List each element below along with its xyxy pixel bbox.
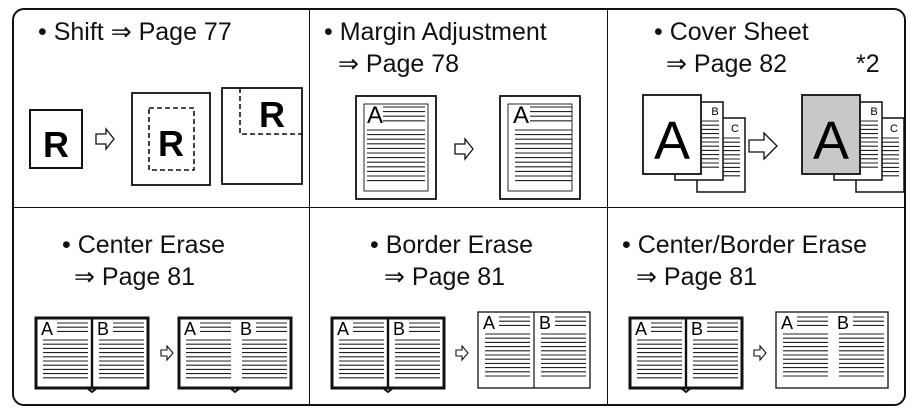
colored-cover-letter: A (813, 111, 849, 171)
margin-adjustment-illustration: A A (355, 95, 581, 200)
right-page-letter: B (393, 319, 405, 339)
left-page-letter: A (184, 319, 196, 339)
cover-sheet-panel: • Cover Sheet ⇒ Page 82 *2 C B A C B A (608, 10, 906, 207)
shift-caption: • Shift ⇒ Page 77 (38, 17, 232, 48)
original-letter: R (43, 124, 69, 165)
margin-adjustment-title: • Margin Adjustment (324, 18, 547, 46)
page-b-letter: B (870, 106, 877, 118)
original-letter: A (367, 102, 383, 129)
center-erase-title: • Center Erase (62, 231, 225, 259)
left-page-letter: A (483, 313, 495, 333)
center-border-erase-page-ref: ⇒ Page 81 (636, 263, 758, 291)
center-border-erase-panel: • Center/Border Erase ⇒ Page 81 A B A B (608, 208, 906, 404)
margin-adjustment-panel: • Margin Adjustment ⇒ Page 78 A A (310, 10, 607, 207)
left-page-letter: A (781, 313, 793, 333)
right-page-letter: B (837, 313, 849, 333)
left-page-letter: A (635, 319, 647, 339)
right-page-letter: B (97, 319, 109, 339)
margin-adjustment-page-ref: ⇒ Page 78 (338, 50, 460, 78)
page-b-letter: B (711, 106, 718, 118)
shift-panel: • Shift ⇒ Page 77 R R R (14, 10, 309, 207)
corner-shifted-letter: R (259, 94, 285, 135)
right-page-letter: B (539, 313, 551, 333)
cover-sheet-illustration: C B A C B A (642, 94, 905, 193)
center-border-erase-title: • Center/Border Erase (622, 231, 867, 259)
center-erase-panel: • Center Erase ⇒ Page 81 A B A B (14, 208, 309, 404)
cover-sheet-page-ref: ⇒ Page 82 (666, 50, 788, 78)
shift-page-ref: ⇒ Page 77 (110, 18, 232, 46)
left-page-letter: A (337, 319, 349, 339)
border-erase-title: • Border Erase (370, 231, 533, 259)
cover-letter: A (654, 111, 690, 171)
cover-sheet-title: • Cover Sheet (654, 18, 809, 46)
feature-panel-grid: • Shift ⇒ Page 77 R R R • Margin Adjustm… (12, 8, 906, 406)
page-c-letter: C (890, 123, 898, 135)
border-erase-page-ref: ⇒ Page 81 (384, 263, 506, 291)
page-c-letter: C (731, 123, 739, 135)
right-page-letter: B (240, 319, 252, 339)
cover-sheet-footnote-mark: *2 (856, 50, 880, 78)
adjusted-letter: A (513, 102, 529, 129)
border-erase-panel: • Border Erase ⇒ Page 81 A B A B (310, 208, 607, 404)
right-page-letter: B (691, 319, 703, 339)
row-divider (14, 207, 904, 208)
shift-title: • Shift (38, 18, 104, 46)
left-page-letter: A (41, 319, 53, 339)
shift-illustration: R R R (29, 87, 303, 186)
shifted-letter: R (158, 123, 184, 164)
center-erase-page-ref: ⇒ Page 81 (74, 263, 196, 291)
